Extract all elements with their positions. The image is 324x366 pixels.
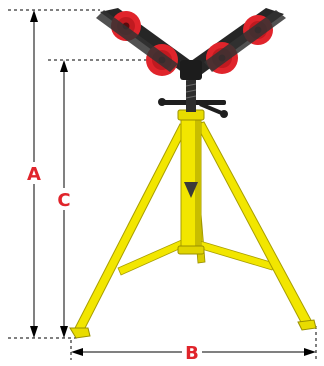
center-column-shade xyxy=(195,116,201,252)
dimension-label-c: C xyxy=(57,190,70,211)
left-leg xyxy=(73,123,189,331)
t-handle-knob-left xyxy=(158,98,166,106)
arrowhead-a-top xyxy=(30,10,38,22)
t-handle-arm-right xyxy=(199,102,225,116)
dimension-arrowheads xyxy=(30,10,316,356)
dimension-label-b: B xyxy=(185,343,199,364)
right-foot xyxy=(297,319,317,331)
v-head-hub xyxy=(180,60,202,80)
column-logo-mark xyxy=(184,182,198,198)
label-c-gap xyxy=(54,188,74,210)
label-b-gap xyxy=(182,342,202,362)
pipe-stand-icon xyxy=(69,8,317,339)
dimension-label-a: A xyxy=(27,164,41,185)
arrowhead-c-top xyxy=(60,60,68,72)
label-a-gap xyxy=(24,162,44,184)
arrowhead-b-left xyxy=(71,348,83,356)
right-side-plate xyxy=(204,10,286,72)
center-column-collar xyxy=(177,245,205,255)
threaded-post xyxy=(186,72,196,112)
arrowhead-c-bottom xyxy=(60,326,68,338)
left-side-plate xyxy=(96,10,178,72)
arrowhead-b-right xyxy=(304,348,316,356)
arrowhead-a-bottom xyxy=(30,326,38,338)
left-foot xyxy=(69,327,91,339)
right-leg xyxy=(195,121,313,325)
